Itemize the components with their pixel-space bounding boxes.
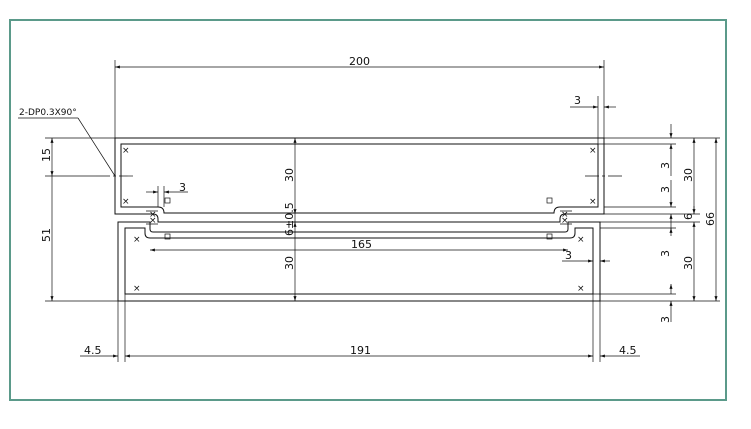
- center-lines: [96, 160, 622, 195]
- dim-label: 3: [659, 316, 672, 323]
- dim-label: 3: [659, 162, 672, 169]
- alignment-squares: [164, 197, 553, 240]
- hole-mark: ×: [561, 216, 569, 226]
- hole-mark: ×: [589, 146, 597, 156]
- dim-center-vertical: 30 6±0.5 30: [283, 138, 297, 301]
- dim-200: 200: [114, 55, 605, 138]
- hole-mark: ×: [133, 284, 141, 294]
- hole-mark: ×: [577, 284, 585, 294]
- dim-label: 3: [659, 186, 672, 193]
- hole-mark: ×: [149, 216, 157, 226]
- dim-3-left: 3: [146, 181, 188, 207]
- hole-mark: ×: [577, 235, 585, 245]
- dim-label: 4.5: [619, 344, 637, 357]
- lower-outer-outline: [117, 221, 601, 302]
- dim-label: 30: [682, 168, 695, 182]
- hole-mark: ×: [122, 197, 130, 207]
- hole-mark: ×: [149, 210, 157, 220]
- dim-label: 66: [704, 212, 717, 226]
- hole-mark: ×: [122, 146, 130, 156]
- dim-label: 3: [574, 94, 581, 107]
- dim-label: 3: [659, 250, 672, 257]
- dim-label: 3: [565, 249, 572, 262]
- dim-label: 30: [283, 168, 296, 182]
- hole-mark: ×: [133, 235, 141, 245]
- hole-mark: ×: [589, 197, 597, 207]
- dim-label: 6±0.5: [283, 202, 296, 236]
- dim-label: 30: [283, 256, 296, 270]
- dim-3-top-right: 3: [570, 94, 616, 144]
- chamfer-note: 2-DP0.3X90°: [18, 108, 116, 177]
- upper-inner-outline: [120, 143, 599, 214]
- hole-marks: × × × × × × × × × × × ×: [122, 146, 597, 294]
- dim-label: 6: [682, 213, 695, 220]
- dim-left: 15 51: [40, 137, 118, 302]
- dim-label: 3: [179, 181, 186, 194]
- dim-label: 4.5: [84, 344, 102, 357]
- dim-label: 15: [40, 148, 53, 162]
- left-neck-detail: [146, 210, 158, 225]
- dim-label: 30: [682, 256, 695, 270]
- dim-label: 191: [350, 344, 371, 357]
- dim-3-right-lower: 3: [562, 249, 610, 263]
- hole-mark: ×: [561, 210, 569, 220]
- upper-outer-outline: [114, 137, 605, 223]
- lower-inner-outline: [124, 227, 594, 295]
- dim-right: 3 3 3 3 30 6 30 66: [593, 124, 720, 323]
- note-label: 2-DP0.3X90°: [19, 108, 77, 118]
- dim-label: 51: [40, 228, 53, 242]
- dim-label: 200: [349, 55, 370, 68]
- dim-label: 165: [351, 238, 372, 251]
- right-neck-detail: [560, 210, 572, 225]
- dim-165: 165: [150, 238, 568, 252]
- drawing-frame: [9, 19, 727, 401]
- dim-bottom: 4.5 191 4.5: [80, 294, 640, 362]
